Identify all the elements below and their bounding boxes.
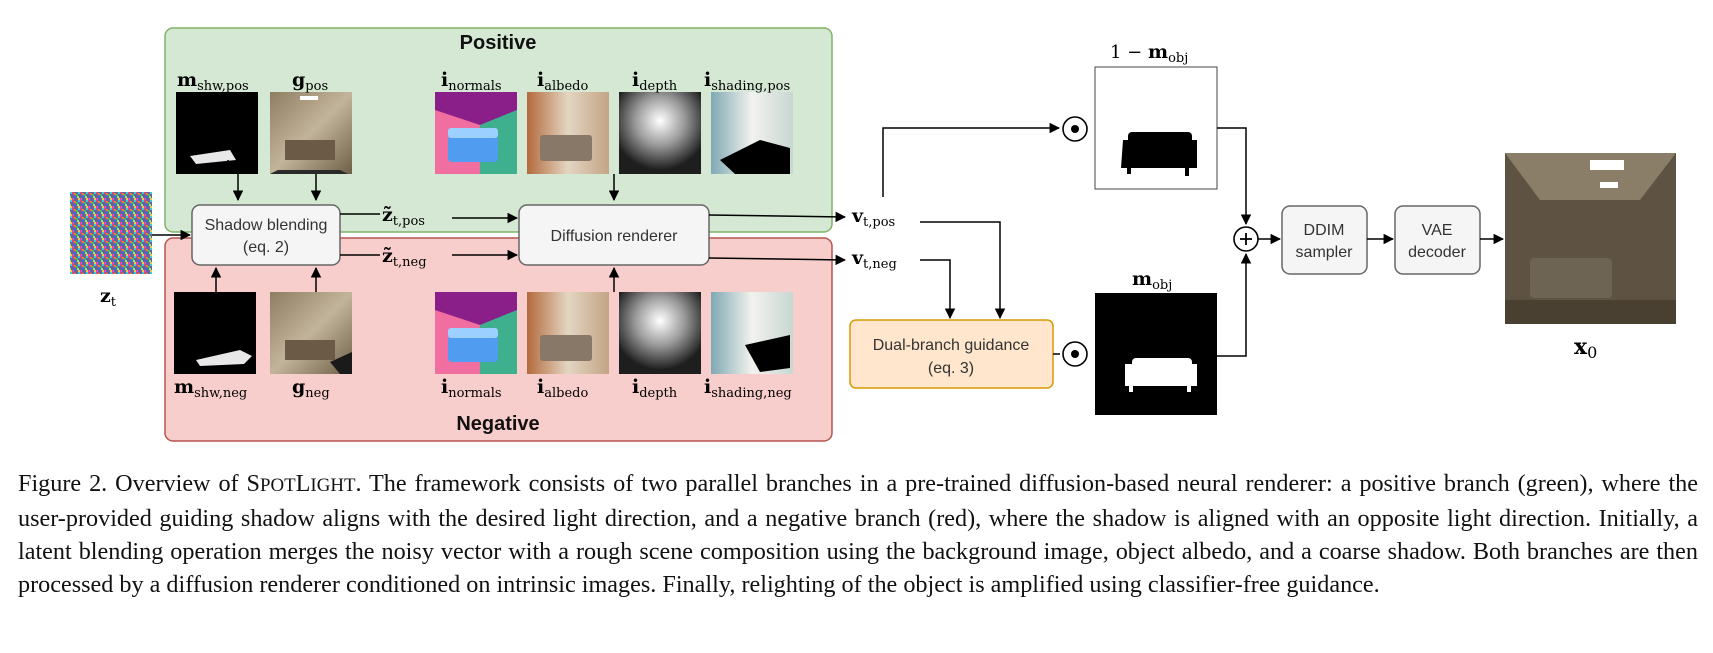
label-i-depth-pos: idepth	[632, 69, 678, 94]
object-mask-image	[1095, 293, 1217, 415]
label-i-normals-pos: inormals	[441, 69, 502, 94]
label-z-t-neg: z̃t,neg	[382, 245, 427, 270]
dual-guidance-label-line1: Dual-branch guidance	[873, 337, 1030, 354]
vae-label-line2: decoder	[1408, 244, 1466, 261]
vae-label-line1: VAE	[1422, 222, 1453, 239]
background-pos-image	[270, 92, 352, 174]
caption-prefix: Figure 2. Overview of	[18, 470, 247, 497]
caption-name-l: L	[295, 470, 311, 497]
albedo-pos-image	[527, 92, 609, 174]
shadow-mask-pos-image	[176, 92, 258, 174]
figure-caption: Figure 2. Overview of SPOTLIGHT. The fra…	[18, 467, 1698, 601]
label-m-shw-pos: mshw,pos	[177, 69, 249, 94]
shadow-mask-neg-image	[174, 292, 256, 374]
label-g-neg: gneg	[292, 376, 330, 401]
depth-pos-image	[619, 92, 701, 174]
ddim-sampler-node	[1281, 205, 1368, 275]
label-v-t-neg: vt,neg	[851, 247, 897, 272]
inverse-object-mask-image	[1094, 66, 1218, 190]
caption-name-pot: POT	[260, 475, 296, 496]
diffusion-renderer-label: Diffusion renderer	[551, 228, 679, 245]
label-x-0: x0	[1574, 334, 1597, 362]
negative-branch-title: Negative	[456, 413, 539, 435]
label-i-shading-pos: ishading,pos	[704, 69, 790, 94]
label-one-minus-m-obj: 1 − mobj	[1110, 41, 1188, 66]
label-z-t-pos: z̃t,pos	[382, 204, 425, 229]
vae-decoder-node	[1394, 205, 1481, 275]
dual-branch-guidance-node	[849, 319, 1054, 389]
overview-figure: Positive Negative	[70, 27, 1676, 442]
normals-pos-image	[435, 92, 517, 174]
shading-neg-image	[711, 292, 793, 374]
hadamard-dot-top	[1071, 125, 1079, 133]
caption-text: . The framework consists of two parallel…	[18, 470, 1699, 598]
shadow-blending-label-line1: Shadow blending	[205, 217, 328, 234]
label-i-normals-neg: inormals	[441, 376, 502, 401]
output-image	[1505, 153, 1676, 324]
caption-name-ight: IGHT	[310, 475, 356, 496]
albedo-neg-image	[527, 292, 609, 374]
dual-guidance-label-line2: (eq. 3)	[928, 360, 974, 377]
caption-method-name: SPOTLIGHT	[247, 470, 356, 497]
shading-pos-image	[711, 92, 793, 174]
depth-neg-image	[619, 292, 701, 374]
ddim-label-line2: sampler	[1296, 244, 1354, 261]
label-i-albedo-pos: ialbedo	[537, 69, 588, 94]
noise-latent-image	[70, 192, 152, 274]
label-i-shading-neg: ishading,neg	[704, 376, 792, 401]
diffusion-renderer-node	[518, 204, 710, 266]
hadamard-dot-bottom	[1071, 350, 1079, 358]
ddim-label-line1: DDIM	[1304, 222, 1345, 239]
shadow-blending-node	[191, 204, 341, 266]
label-v-t-pos: vt,pos	[851, 205, 895, 230]
label-m-shw-neg: mshw,neg	[174, 376, 247, 401]
label-i-albedo-neg: ialbedo	[537, 376, 588, 401]
positive-branch-title: Positive	[460, 32, 537, 54]
label-z-t: zt	[100, 285, 117, 310]
normals-neg-image	[435, 292, 517, 374]
arrows	[152, 122, 1505, 357]
label-g-pos: gpos	[292, 69, 328, 94]
caption-name-s: S	[246, 470, 260, 497]
label-i-depth-neg: idepth	[632, 376, 678, 401]
background-neg-image	[270, 292, 352, 374]
label-m-obj: mobj	[1132, 268, 1172, 293]
shadow-blending-label-line2: (eq. 2)	[243, 239, 289, 256]
